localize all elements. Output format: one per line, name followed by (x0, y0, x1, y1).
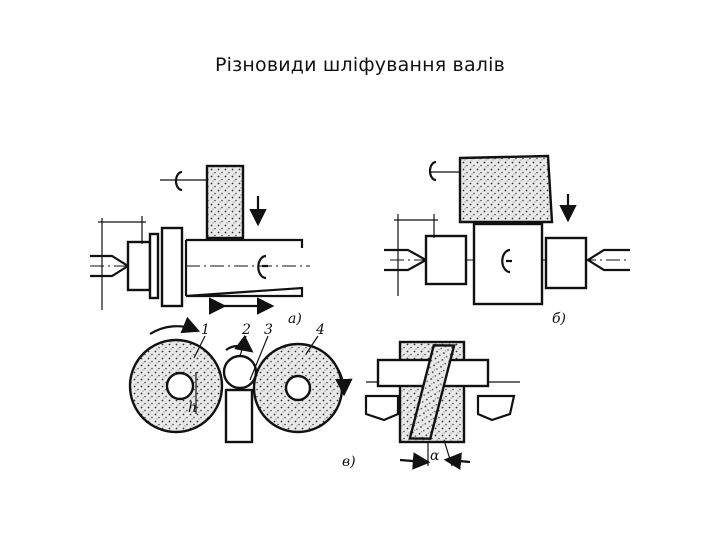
rotation-arrow-wheel-b (428, 160, 437, 182)
label-b: б) (552, 311, 566, 327)
wheel-4-hub (284, 374, 312, 402)
label-v: в) (342, 454, 356, 470)
right-tailstock-b (544, 236, 588, 290)
figure-v: h 1 2 3 4 α в) (128, 316, 520, 470)
label-1: 1 (201, 322, 210, 338)
rotation-arrow-wheel-4 (335, 365, 353, 397)
shaft-a (185, 238, 304, 298)
label-a: а) (288, 311, 302, 327)
face-plate-a (160, 226, 184, 308)
rotation-arrow-wheel-1 (149, 316, 201, 335)
label-2: 2 (241, 322, 251, 338)
figure-a: а) (90, 164, 310, 327)
left-base-side (364, 394, 400, 422)
grinding-wheel-a (205, 164, 245, 240)
inclined-wheel-side (408, 344, 456, 440)
right-center-b (585, 248, 630, 272)
driver-plate-a (126, 240, 152, 292)
rotation-arrow-wheel-a (174, 170, 183, 192)
wide-grinding-wheel-b (458, 154, 554, 224)
label-h: h (188, 400, 197, 416)
label-3: 3 (264, 322, 273, 338)
rotation-arrow-workpiece (225, 335, 254, 353)
workpiece-2 (222, 354, 258, 390)
right-base-side (476, 394, 516, 422)
label-alpha: α (430, 448, 440, 464)
rotation-arrow-shaft-a (257, 254, 268, 280)
rotation-arrow-workpiece-b (501, 248, 512, 274)
workpiece-b (472, 222, 544, 306)
left-headstock-b (424, 234, 468, 286)
label-4: 4 (315, 322, 325, 338)
wheel-1-hub (165, 371, 195, 401)
support-blade-3 (224, 388, 254, 444)
driver-flange-a (148, 232, 160, 300)
figure-b: б) (384, 154, 630, 327)
slide-title: Різновиди шліфування валів (214, 54, 506, 76)
